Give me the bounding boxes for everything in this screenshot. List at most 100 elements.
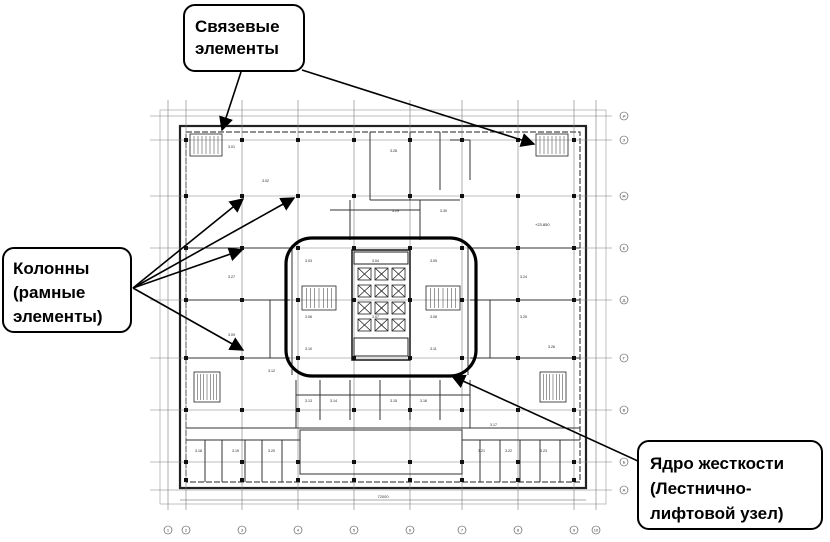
room-label: 3.27 xyxy=(228,275,235,279)
column xyxy=(516,298,520,302)
axis-letter: Г xyxy=(623,356,626,361)
column xyxy=(572,246,576,250)
arrow-bracing-right xyxy=(301,69,536,147)
column xyxy=(408,408,412,412)
column xyxy=(240,298,244,302)
column xyxy=(516,356,520,360)
column xyxy=(572,138,576,142)
room-label: 3.20 xyxy=(268,449,275,453)
column xyxy=(460,194,464,198)
axis-letter: Б xyxy=(623,460,626,465)
room-label: 3.10 xyxy=(305,347,312,351)
column xyxy=(240,194,244,198)
axis-letter: Е xyxy=(623,246,626,251)
room-label: 3.28 xyxy=(390,149,397,153)
elevator-shaft xyxy=(391,284,406,298)
column xyxy=(240,246,244,250)
column xyxy=(184,246,188,250)
room-label: 3.22 xyxy=(505,449,512,453)
room-label: 3.18 xyxy=(195,449,202,453)
column xyxy=(460,408,464,412)
axis-letter: В xyxy=(623,408,626,413)
arrow-bracing-left xyxy=(219,71,242,132)
column xyxy=(516,246,520,250)
column xyxy=(516,478,520,482)
column xyxy=(240,356,244,360)
callout-columns-line-2: (рамные xyxy=(13,283,86,302)
column xyxy=(184,194,188,198)
elevator-shaft xyxy=(391,267,406,281)
column xyxy=(184,138,188,142)
callout-bracing-elements: Связевые элементы xyxy=(183,4,305,72)
column xyxy=(516,408,520,412)
room-label: 3.17 xyxy=(490,423,497,427)
elevator-shaft xyxy=(357,301,372,315)
stair-blocks xyxy=(189,133,569,403)
column xyxy=(296,246,300,250)
room-label: 3.15 xyxy=(390,399,397,403)
room-label: 3.29 xyxy=(392,209,399,213)
callout-bracing-line-2: элементы xyxy=(195,39,279,58)
callout-stiffness-core: Ядро жесткости (Лестнично- лифтовой узел… xyxy=(637,440,823,530)
room-label: 3.04 xyxy=(372,259,379,263)
column xyxy=(184,408,188,412)
arrow-column-1 xyxy=(132,198,245,289)
room-label: 3.09 xyxy=(228,333,235,337)
core-highlight-outline xyxy=(284,236,478,378)
column xyxy=(352,298,356,302)
column xyxy=(408,194,412,198)
axis-number: 2 xyxy=(185,528,188,533)
column xyxy=(240,408,244,412)
room-label: 3.06 xyxy=(305,315,312,319)
structural-grid-horizontal xyxy=(150,115,612,491)
room-label: 3.14 xyxy=(330,399,337,403)
column xyxy=(408,460,412,464)
callout-columns-line-1: Колонны xyxy=(13,259,90,278)
column xyxy=(408,138,412,142)
column xyxy=(572,478,576,482)
room-label: 3.08 xyxy=(430,315,437,319)
column xyxy=(460,460,464,464)
column xyxy=(296,138,300,142)
column xyxy=(240,460,244,464)
room-label: 3.05 xyxy=(430,259,437,263)
column xyxy=(352,246,356,250)
elevator-shaft xyxy=(374,318,389,332)
column xyxy=(572,194,576,198)
column xyxy=(352,356,356,360)
column xyxy=(352,194,356,198)
column xyxy=(184,460,188,464)
room-label: 3.07 xyxy=(372,315,379,319)
room-label: 3.11 xyxy=(430,347,437,351)
column xyxy=(460,478,464,482)
column xyxy=(408,478,412,482)
room-label: 3.25 xyxy=(520,315,527,319)
column xyxy=(408,298,412,302)
level-mark: +23.850 xyxy=(535,222,550,227)
column xyxy=(572,408,576,412)
callout-columns-line-3: элементы) xyxy=(13,307,103,326)
callout-core-line-3: лифтовой узел) xyxy=(650,504,784,523)
arrow-column-2 xyxy=(132,197,296,289)
column xyxy=(516,194,520,198)
elevator-shafts xyxy=(357,267,406,332)
column xyxy=(460,246,464,250)
elevator-shaft xyxy=(391,301,406,315)
axis-letter: Ж xyxy=(622,194,626,199)
column xyxy=(460,356,464,360)
room-label: 3.13 xyxy=(305,399,312,403)
outer-walls xyxy=(159,109,607,505)
column xyxy=(460,298,464,302)
column xyxy=(184,356,188,360)
callout-bracing-line-1: Связевые xyxy=(195,17,280,36)
axis-number: 1 xyxy=(167,528,170,533)
structural-columns xyxy=(184,138,576,482)
axis-number: 6 xyxy=(409,528,412,533)
elevator-shaft xyxy=(391,318,406,332)
elevator-shaft xyxy=(357,267,372,281)
arrow-column-4 xyxy=(132,287,245,351)
axis-number: 5 xyxy=(353,528,356,533)
column xyxy=(296,460,300,464)
